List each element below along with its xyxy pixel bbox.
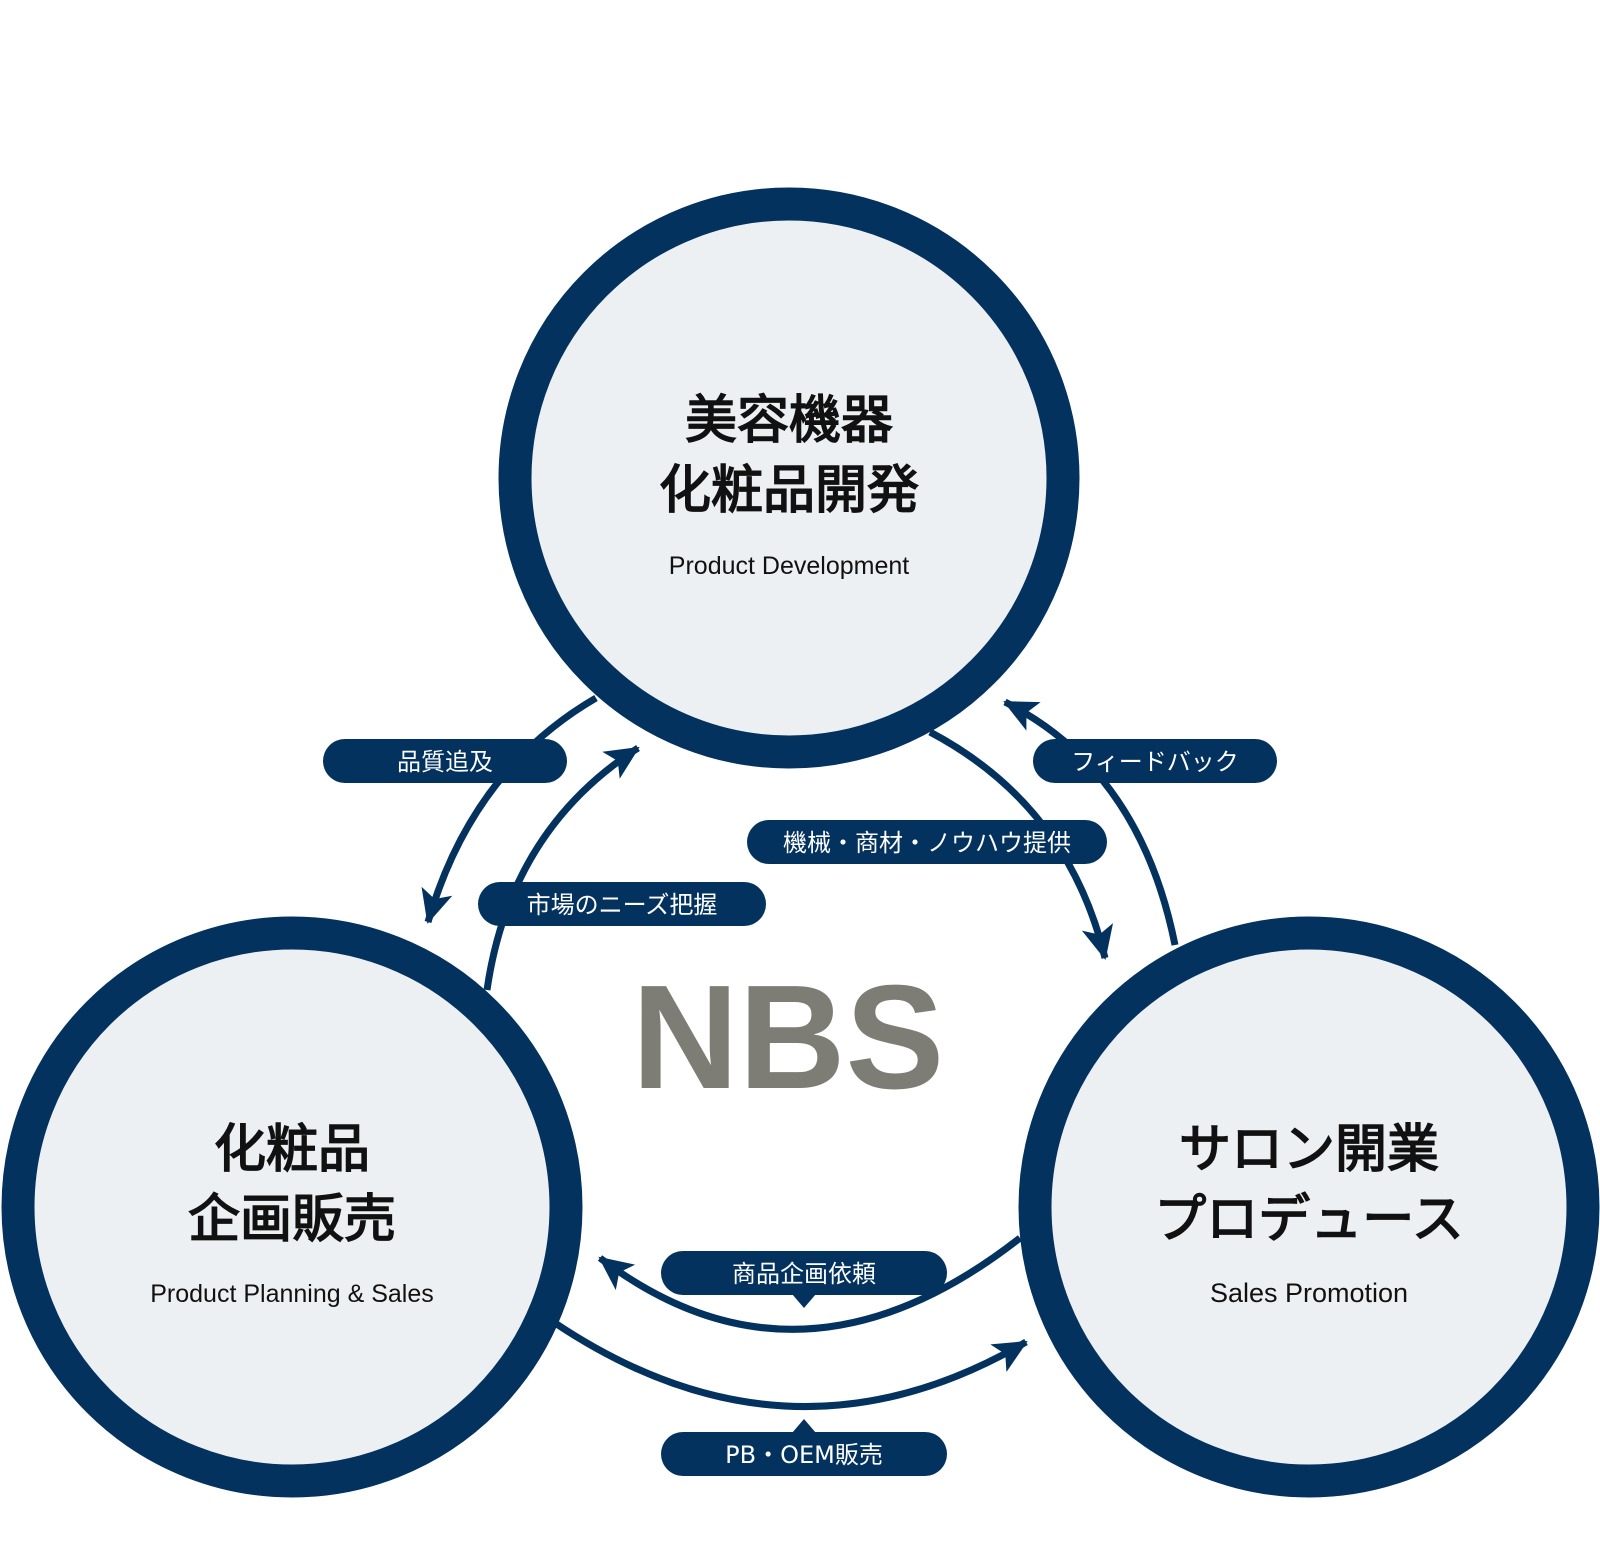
- node-top-title-line1: 美容機器: [685, 391, 894, 451]
- pill-provide-label: 機械・商材・ノウハウ提供: [783, 829, 1071, 857]
- node-left-title-line1: 化粧品: [214, 1120, 370, 1180]
- pill-pb-oem: PB・OEM販売: [661, 1419, 947, 1476]
- pill-feedback-label: フィードバック: [1071, 748, 1239, 776]
- circle-left: [1, 916, 583, 1498]
- arrow-request-right-to-left: [597, 1235, 1023, 1333]
- node-left-subtitle: Product Planning & Sales: [150, 1280, 434, 1308]
- node-top-subtitle: Product Development: [669, 552, 909, 580]
- node-left-title-line2: 企画販売: [188, 1190, 396, 1250]
- pill-quality-label: 品質追及: [397, 748, 493, 776]
- node-right-subtitle: Sales Promotion: [1210, 1278, 1408, 1308]
- node-top: 美容機器 化粧品開発 Product Development: [498, 187, 1080, 769]
- circle-top: [498, 187, 1080, 769]
- arrow-needs-left-to-top: [483, 745, 640, 991]
- pill-request-label: 商品企画依頼: [732, 1260, 876, 1288]
- pill-feedback: フィードバック: [1033, 739, 1277, 783]
- circle-right: [1018, 916, 1600, 1498]
- node-right: サロン開業 プロデュース Sales Promotion: [1018, 916, 1600, 1498]
- pill-provide: 機械・商材・ノウハウ提供: [747, 820, 1107, 864]
- pill-needs: 市場のニーズ把握: [478, 882, 766, 926]
- node-right-title-line2: プロデュース: [1154, 1190, 1463, 1250]
- center-brand-label: NBS: [632, 955, 944, 1120]
- arrow-pboem-left-to-right: [553, 1320, 1028, 1411]
- node-right-title-line1: サロン開業: [1179, 1120, 1439, 1180]
- node-left: 化粧品 企画販売 Product Planning & Sales: [1, 916, 583, 1498]
- pill-request: 商品企画依頼: [661, 1251, 947, 1308]
- pill-needs-label: 市場のニーズ把握: [527, 891, 718, 919]
- arrow-quality-top-to-left: [421, 694, 598, 924]
- arrow-feedback-right-to-top: [1003, 698, 1179, 946]
- node-top-title-line2: 化粧品開発: [659, 461, 920, 521]
- pill-pb-oem-label: PB・OEM販売: [725, 1441, 883, 1469]
- pill-quality: 品質追及: [323, 739, 567, 783]
